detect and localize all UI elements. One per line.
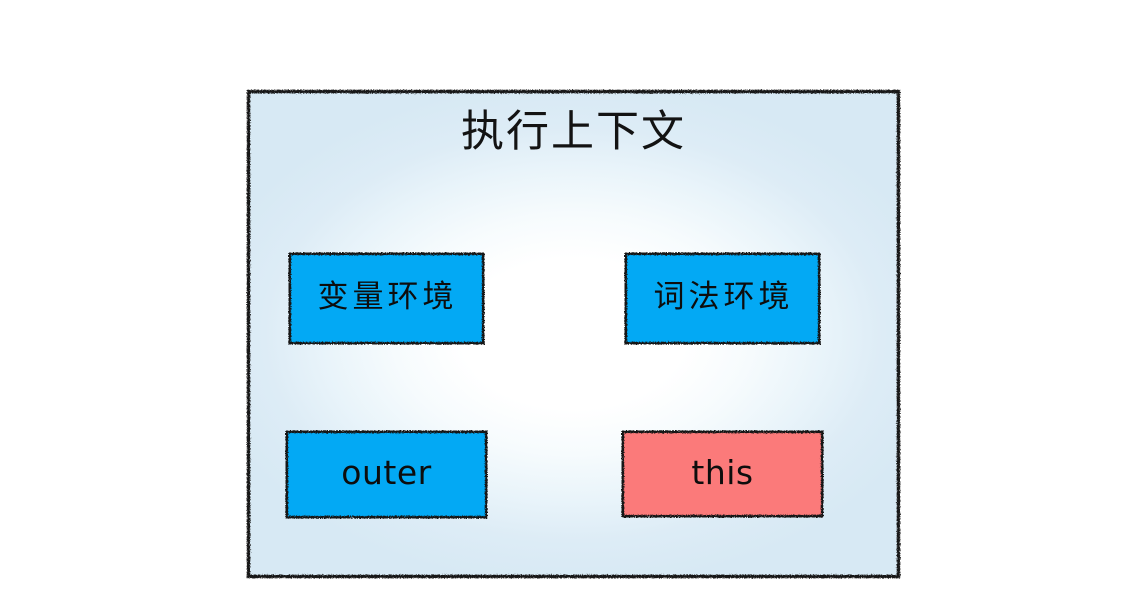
node-label: 变量环境 xyxy=(317,279,458,315)
node-this[interactable]: this xyxy=(621,430,824,518)
page-title: 执行上下文 xyxy=(461,107,686,157)
node-lexical-environment[interactable]: 词法环境 xyxy=(624,252,821,345)
node-label: 词法环境 xyxy=(653,279,794,315)
node-label: outer xyxy=(341,453,432,492)
node-label: this xyxy=(691,452,754,492)
node-variable-environment[interactable]: 变量环境 xyxy=(288,252,485,345)
node-outer[interactable]: outer xyxy=(285,430,488,519)
